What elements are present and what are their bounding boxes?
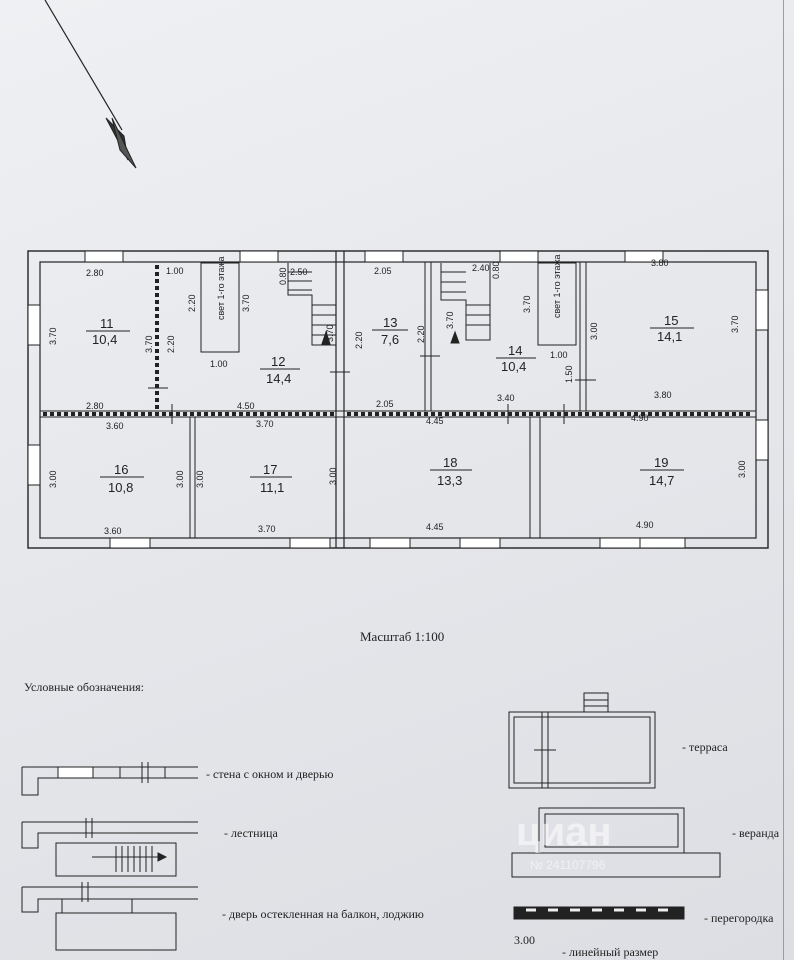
room-17: 17 11,1	[250, 462, 292, 495]
room-area: 7,6	[381, 332, 399, 347]
room-area: 14,1	[657, 329, 682, 344]
dim-label: 4.90	[636, 520, 654, 530]
dim-label: 3.70	[256, 419, 274, 429]
dim-label: 1.00	[550, 350, 568, 360]
dim-label: 1.00	[210, 359, 228, 369]
dim-label: 3.70	[445, 311, 455, 329]
stairs-icon	[287, 263, 491, 346]
legend-partition-label: - перегородка	[704, 911, 774, 925]
room-number: 14	[508, 343, 522, 358]
dim-label: 3.70	[522, 295, 532, 313]
dim-label: 3.70	[144, 335, 154, 353]
room-area: 10,4	[501, 359, 526, 374]
light-shaft-label-2: свет 1-го этажа	[552, 254, 562, 318]
room-area: 10,4	[92, 332, 117, 347]
north-arrow-icon	[44, 0, 137, 169]
dim-label: 2.05	[374, 266, 392, 276]
dim-label: 3.70	[730, 315, 740, 333]
room-area: 14,7	[649, 473, 674, 488]
interior-walls	[39, 262, 757, 538]
dim-label: 0.80	[278, 267, 288, 285]
dim-label: 4.90	[631, 413, 649, 423]
dim-label: 3.00	[737, 460, 747, 478]
dim-label: 3.60	[104, 526, 122, 536]
room-number: 15	[664, 313, 678, 328]
room-number: 13	[383, 315, 397, 330]
partitions	[43, 265, 753, 416]
room-number: 16	[114, 462, 128, 477]
dim-label: 3.70	[48, 327, 58, 345]
legend-dimension-sample: 3.00	[514, 933, 535, 947]
dimension-labels: 2.80 1.00 2.50 2.05 2.40 3.80 1.00 1.00 …	[86, 258, 672, 536]
dim-label: 4.45	[426, 522, 444, 532]
dim-label: 3.00	[589, 322, 599, 340]
legend-title: Условные обозначения:	[24, 680, 145, 694]
scale-label: Масштаб 1:100	[360, 629, 445, 644]
dim-label: 2.50	[290, 267, 308, 277]
dim-label: 2.20	[166, 335, 176, 353]
vertical-dimension-labels: 3.70 3.70 2.20 2.20 3.70 0.80 3.70 2.20 …	[48, 261, 747, 488]
dim-label: 4.50	[237, 401, 255, 411]
light-shafts	[200, 262, 577, 353]
dim-label: 3.80	[651, 258, 669, 268]
dim-label: 3.70	[241, 294, 251, 312]
room-15: 15 14,1	[650, 313, 694, 344]
dim-label: 3.00	[175, 470, 185, 488]
light-shaft-label-1: свет 1-го этажа	[216, 256, 226, 320]
legend-wall-label: - стена с окном и дверью	[206, 767, 334, 781]
windows	[27, 250, 769, 549]
dim-label: 3.70	[325, 324, 335, 342]
door-marks	[148, 355, 596, 424]
watermark-id: № 241107796	[530, 858, 606, 872]
room-number: 17	[263, 462, 277, 477]
dim-label: 0.80	[491, 261, 501, 279]
dim-label: 2.20	[354, 331, 364, 349]
room-18: 18 13,3	[430, 455, 472, 488]
dim-label: 3.60	[106, 421, 124, 431]
room-area: 10,8	[108, 480, 133, 495]
legend-stairs-label: - лестница	[224, 826, 278, 840]
dim-label: 2.80	[86, 268, 104, 278]
legend-terrace-label: - терраса	[682, 740, 728, 754]
dim-label: 2.20	[416, 325, 426, 343]
room-14: 14 10,4	[496, 343, 536, 374]
room-number: 18	[443, 455, 457, 470]
room-12: 12 14,4	[260, 354, 300, 386]
dim-label: 2.40	[472, 263, 490, 273]
room-16: 16 10,8	[100, 462, 144, 495]
dim-label: 3.70	[258, 524, 276, 534]
room-number: 19	[654, 455, 668, 470]
legend-balcony-door-label: - дверь остекленная на балкон, лоджию	[222, 907, 424, 921]
dim-label: 2.80	[86, 401, 104, 411]
room-19: 19 14,7	[640, 455, 684, 488]
room-number: 11	[100, 316, 114, 331]
dim-label: 1.00	[166, 266, 184, 276]
dim-label: 4.45	[426, 416, 444, 426]
room-11: 11 10,4	[86, 316, 130, 347]
dim-label: 3.00	[328, 467, 338, 485]
dim-label: 2.05	[376, 399, 394, 409]
dim-label: 3.80	[654, 390, 672, 400]
room-area: 14,4	[266, 371, 291, 386]
dim-label: 2.20	[187, 294, 197, 312]
room-13: 13 7,6	[372, 315, 408, 347]
legend-veranda-label: - веранда	[732, 826, 780, 840]
dim-label: 3.00	[48, 470, 58, 488]
room-area: 13,3	[437, 473, 462, 488]
room-number: 12	[271, 354, 285, 369]
dim-label: 3.40	[497, 393, 515, 403]
watermark-logo: циан	[516, 810, 612, 854]
legend-symbols	[21, 692, 721, 951]
dim-label: 1.50	[564, 365, 574, 383]
room-area: 11,1	[260, 480, 284, 495]
legend-dimension-label: - линейный размер	[562, 945, 659, 959]
sheet-border	[783, 0, 784, 960]
dim-label: 3.00	[195, 470, 205, 488]
